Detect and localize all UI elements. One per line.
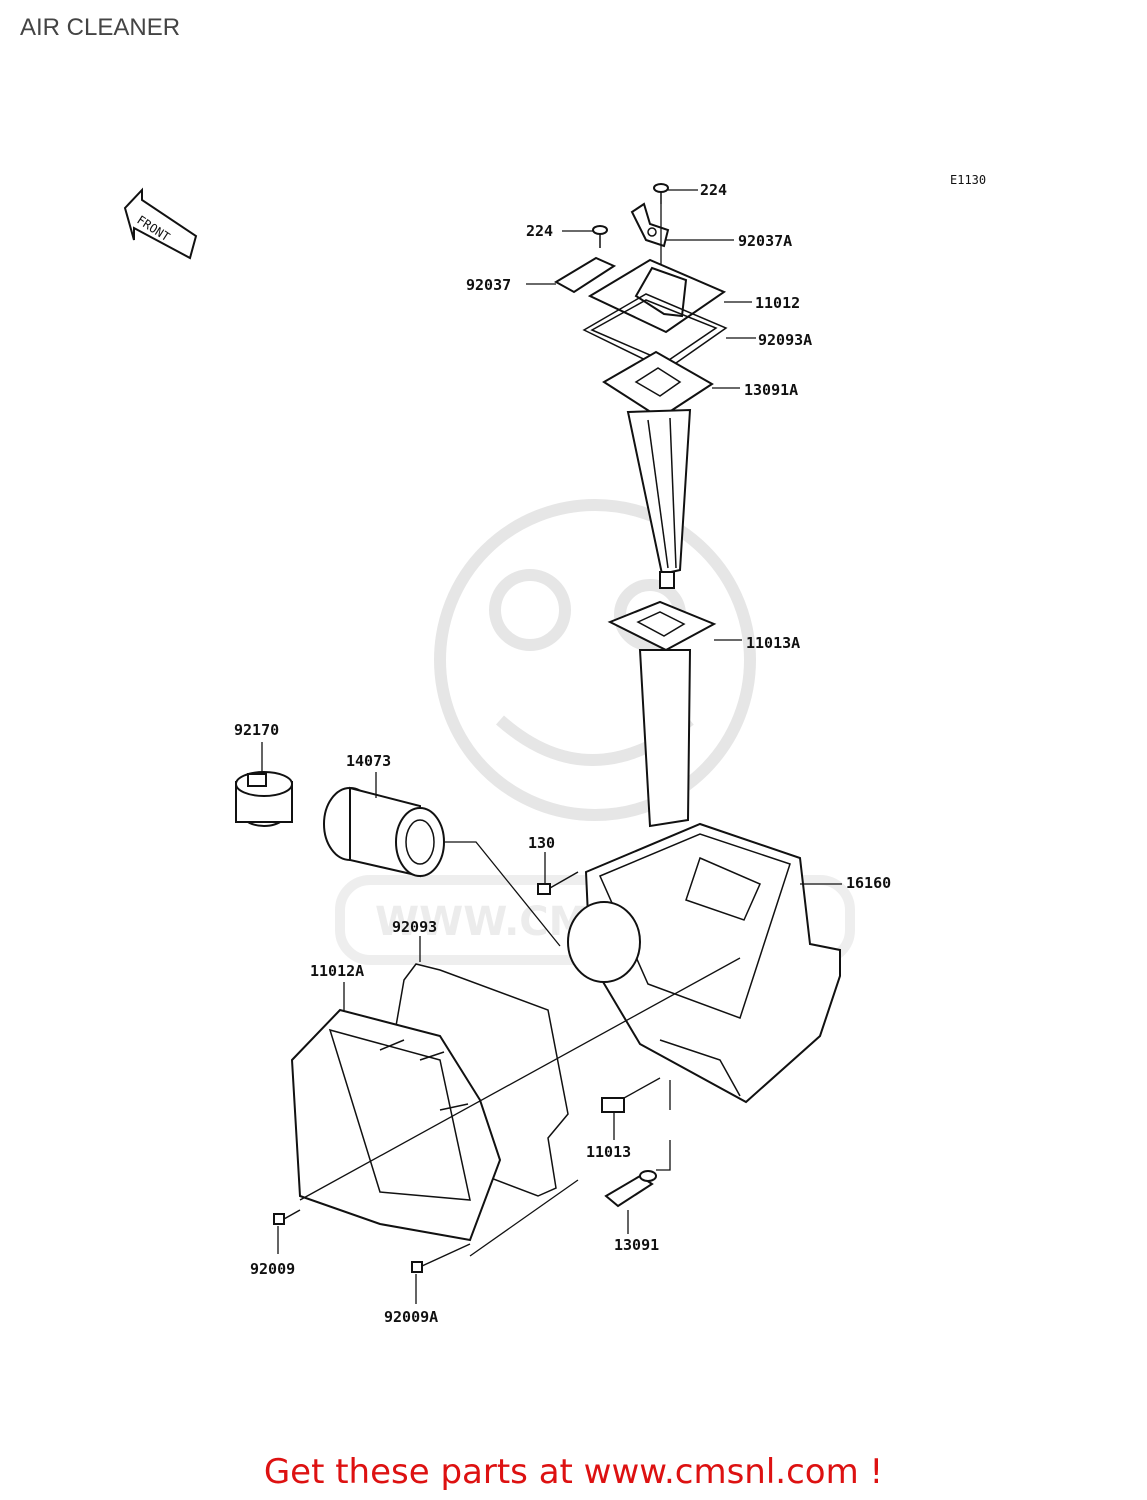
page-title: AIR CLEANER xyxy=(20,14,181,41)
screw-224-top-icon xyxy=(653,183,669,204)
label-92093a: 92093A xyxy=(758,331,812,349)
intake-11013a-icon xyxy=(607,600,717,828)
gasket-92093a-icon xyxy=(582,293,728,371)
bolt-130-icon xyxy=(537,871,579,895)
block-11013-icon xyxy=(601,1097,625,1113)
label-92009a: 92009A xyxy=(384,1308,438,1326)
cover-11012-icon xyxy=(587,258,727,334)
label-92093: 92093 xyxy=(392,918,437,936)
label-11013: 11013 xyxy=(586,1143,631,1161)
label-11012: 11012 xyxy=(755,294,800,312)
filter-element-14073-icon xyxy=(323,786,445,878)
promo-link[interactable]: Get these parts at www.cmsnl.com ! xyxy=(263,1452,884,1492)
front-arrow-icon: FRONT xyxy=(123,187,198,260)
label-13091a: 13091A xyxy=(744,381,798,399)
label-16160: 16160 xyxy=(846,874,891,892)
label-224-top: 224 xyxy=(700,181,727,199)
bracket-92037a-icon xyxy=(630,202,670,248)
clamp-92170-icon xyxy=(235,771,293,827)
label-92037: 92037 xyxy=(466,276,511,294)
label-11012a: 11012A xyxy=(310,962,364,980)
pad-13091-icon xyxy=(604,1170,657,1208)
cover-11012a-icon xyxy=(290,1008,502,1242)
reference-code: E1130 xyxy=(950,173,986,187)
label-224-left: 224 xyxy=(526,222,553,240)
label-92037a: 92037A xyxy=(738,232,792,250)
plate-92037-icon xyxy=(554,256,617,294)
screw-92009a-icon xyxy=(411,1243,471,1273)
label-92170: 92170 xyxy=(234,721,279,739)
housing-16160-icon xyxy=(567,822,841,1104)
label-14073: 14073 xyxy=(346,752,391,770)
label-11013a: 11013A xyxy=(746,634,800,652)
label-13091: 13091 xyxy=(614,1236,659,1254)
label-92009: 92009 xyxy=(250,1260,295,1278)
duct-13091a-icon xyxy=(602,350,714,589)
screw-92009-icon xyxy=(273,1209,301,1225)
label-130: 130 xyxy=(528,834,555,852)
screw-224-left-icon xyxy=(592,225,608,248)
